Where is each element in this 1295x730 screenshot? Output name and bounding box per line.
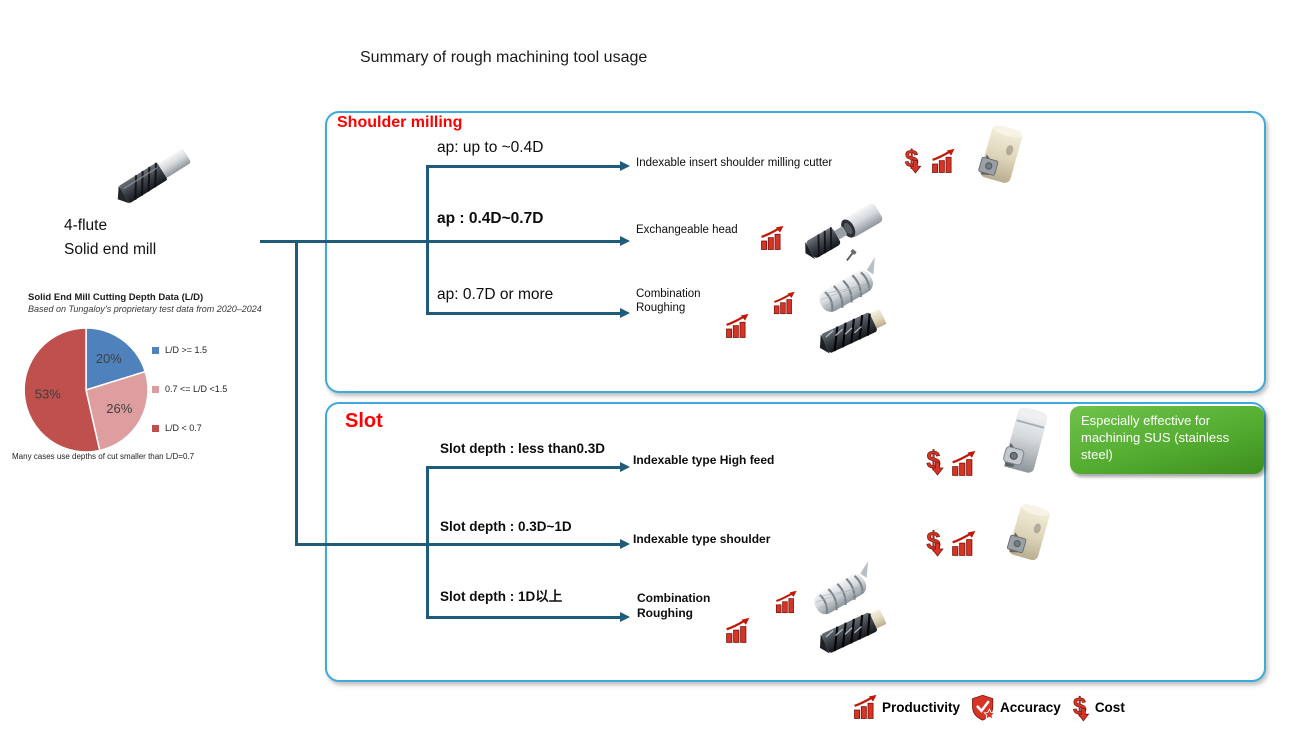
pie-chart-subtitle: Based on Tungaloy’s proprietary test dat… [28,304,262,314]
connector-slot-line [295,543,620,546]
shoulder-panel-title: Shoulder milling [337,114,463,131]
legend-item: Productivity [852,694,960,721]
indexable-shoulder-cutter-image [988,501,1070,565]
legend-item: Accuracy [970,694,1061,721]
slot-condition-3: Slot depth : 1D以上 [440,589,563,604]
legend-swatch [152,424,159,432]
legend-label: L/D >= 1.5 [165,345,208,355]
cost-icon [924,446,947,476]
pie-slice-label: 26% [106,401,132,416]
connector-main-line [260,240,620,243]
slot-panel-title: Slot [345,410,383,432]
shoulder-row1-line [426,165,620,168]
slot-condition-1: Slot depth : less than0.3D [440,441,606,456]
dark-end-mill-image [810,599,898,665]
arrowhead-icon [620,308,630,318]
productivity-icon [950,450,978,478]
arrowhead-icon [620,161,630,171]
pie-legend-item: L/D >= 1.5 [152,345,227,355]
slot-row3-line [426,616,620,619]
arrowhead-icon [620,539,630,549]
slot-result-3: Combination Roughing [637,591,711,620]
legend-item: Cost [1071,693,1125,722]
shoulder-condition-1: ap: up to ~0.4D [437,139,544,156]
legend-label: 0.7 <= L/D <1.5 [165,384,228,394]
shoulder-milling-panel [325,111,1266,393]
pie-legend-item: L/D < 0.7 [152,423,227,433]
legend-label: Accuracy [1000,699,1061,715]
page-title: Summary of rough machining tool usage [360,49,648,66]
pie-slice-label: 20% [96,351,122,366]
productivity-icon [930,148,957,175]
legend-swatch [152,385,159,393]
legend-label: Cost [1094,699,1125,715]
legend-label: Productivity [882,699,961,715]
pie-chart-caption: Many cases use depths of cut smaller tha… [12,452,195,461]
accuracy-icon [970,694,997,721]
shoulder-result-2: Exchangeable head [636,224,738,236]
shoulder-condition-3: ap: 0.7D or more [437,286,554,303]
solid-end-mill-image [105,135,205,217]
pie-chart-title: Solid End Mill Cutting Depth Data (L/D) [28,292,204,303]
shoulder-condition-2: ap : 0.4D~0.7D [437,210,544,227]
cost-icon [902,145,925,174]
productivity-icon [852,694,879,721]
slot-result-1: Indexable type High feed [633,453,775,467]
cost-icon [924,527,947,557]
productivity-icon [724,617,752,645]
legend-swatch [152,346,159,354]
productivity-icon [724,313,751,340]
indexable-shoulder-cutter-image [958,122,1044,188]
productivity-icon [950,530,978,558]
slot-result-2: Indexable type shoulder [633,532,771,546]
productivity-icon [774,590,799,615]
dark-end-mill-image [810,299,898,365]
pie-legend-item: 0.7 <= L/D <1.5 [152,384,227,394]
arrowhead-icon [620,612,630,622]
slot-condition-2: Slot depth : 0.3D~1D [440,519,572,534]
shoulder-result-1: Indexable insert shoulder milling cutter [636,157,833,169]
pie-slice [85,327,147,392]
connector-main-branch [295,240,298,545]
pie-slice [23,327,101,453]
shoulder-row3-line [426,312,620,315]
pie-slice-label: 53% [35,386,61,401]
sus-callout: Especially effective for machining SUS (… [1070,406,1264,474]
cost-icon [1071,693,1092,722]
productivity-icon [772,291,797,316]
legend-label: L/D < 0.7 [165,423,202,433]
arrowhead-icon [620,462,630,472]
pie-slice [85,370,149,452]
high-feed-cutter-image [986,404,1066,480]
productivity-icon [759,225,786,252]
pie-chart: 20% 26% 53% [23,327,149,453]
slot-row1-line [426,466,620,469]
shoulder-branch-line [426,165,429,315]
slot-branch-line [426,466,429,619]
icon-legend: Productivity Accuracy Cost [852,690,1135,724]
shoulder-result-3: Combination Roughing [636,288,701,315]
arrowhead-icon [620,236,630,246]
left-tool-label: 4-flute Solid end mill [64,217,157,259]
